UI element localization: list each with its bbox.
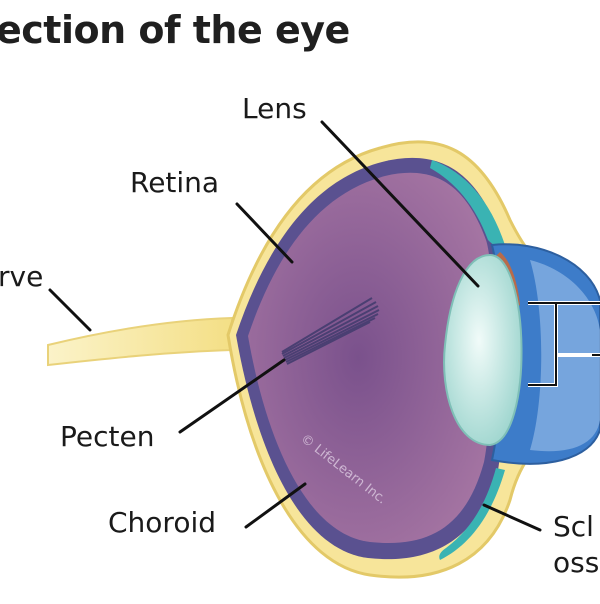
diagram-title: ection of the eye: [0, 8, 350, 52]
bracket-lines-dark: [528, 302, 600, 386]
scleral-ossicle-bottom: [439, 468, 505, 560]
pecten: [281, 297, 380, 365]
leader-sclera: [482, 503, 542, 532]
label-nerve: rve: [0, 260, 44, 293]
label-sclera-line2: oss: [553, 546, 600, 579]
leader-retina: [235, 202, 294, 264]
optic-nerve: [47, 316, 233, 367]
leader-nerve: [48, 288, 92, 332]
vitreous-body: [248, 172, 493, 544]
lens: [443, 253, 523, 447]
leader-lens: [320, 120, 480, 288]
label-retina: Retina: [130, 166, 220, 199]
scleral-ossicle-top: [430, 160, 505, 247]
label-choroid: Choroid: [108, 506, 217, 539]
label-lens: Lens: [242, 92, 307, 125]
leader-pecten: [178, 358, 286, 434]
leader-lines: [48, 120, 542, 532]
label-pecten: Pecten: [60, 420, 155, 453]
leader-choroid: [244, 482, 307, 529]
label-sclera-line1: Scl: [553, 510, 594, 543]
